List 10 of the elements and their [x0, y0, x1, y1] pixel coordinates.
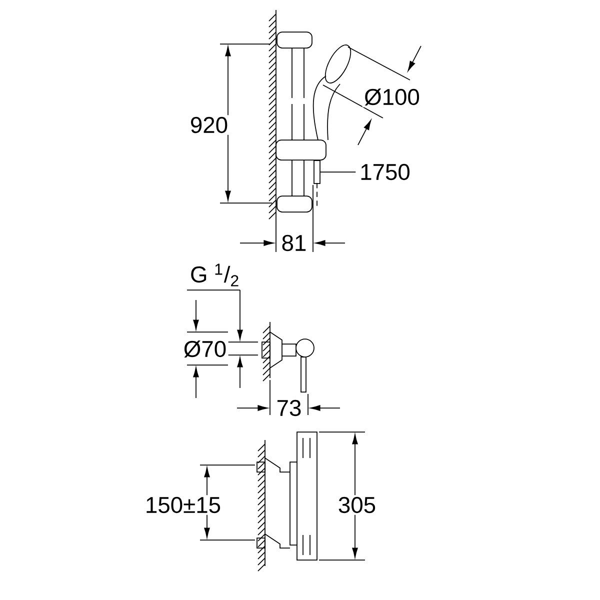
dimension-label: 81 — [280, 233, 308, 253]
dimension-label: 920 — [188, 115, 230, 135]
hose-drawing — [314, 160, 320, 184]
dimension-label: 1750 — [361, 164, 410, 180]
dimension-label: 73 — [274, 398, 304, 418]
dimension-label: 150±15 — [143, 495, 223, 515]
dimension-label: Ø100 — [362, 86, 422, 108]
dimension-label: Ø70 — [182, 338, 228, 360]
dimension-label: 305 — [336, 495, 378, 515]
dimension-label: G $^{1}$/$_{2}$ — [191, 264, 238, 286]
